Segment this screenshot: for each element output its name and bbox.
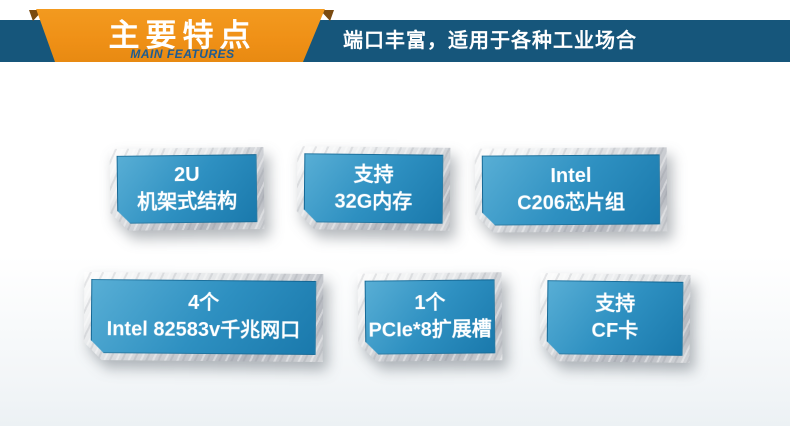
feature-line1: 1个 [414,291,446,315]
feature-line1: 2U [173,163,200,187]
feature-line2: C206芯片组 [517,191,626,215]
feature-card-panel: 支持 CF卡 [547,280,684,356]
feature-line1: 支持 [353,163,394,186]
feature-card-frame: 1个 PCIe*8扩展槽 [358,272,503,362]
ribbon-fold-right [320,10,334,21]
feature-line2: PCIe*8扩展槽 [368,318,492,342]
feature-card-2u-rack: 2U 机架式结构 [110,147,265,231]
page-subtitle: MAIN FEATURES [130,47,235,61]
feature-card-panel: 2U 机架式结构 [117,154,258,224]
feature-line1: Intel [550,164,592,188]
feature-card-frame: 2U 机架式结构 [110,147,265,231]
feature-card-pcie-slot: 1个 PCIe*8扩展槽 [358,272,503,362]
feature-card-frame: Intel C206芯片组 [475,147,668,232]
feature-line1: 4个 [187,291,220,315]
feature-card-panel: 支持 32G内存 [304,153,444,223]
feature-card-panel: 1个 PCIe*8扩展槽 [365,279,496,354]
feature-line2: CF卡 [591,319,639,343]
feature-card-panel: Intel C206芯片组 [482,154,660,225]
banner-text: 端口丰富，适用于各种工业场合 [343,30,637,52]
feature-line2: 机架式结构 [137,190,238,214]
title-ribbon: 主要特点 MAIN FEATURES [36,9,325,62]
feature-card-intel-c206: Intel C206芯片组 [475,147,668,232]
feature-card-32g-memory: 支持 32G内存 [297,146,451,231]
feature-line1: 支持 [595,292,636,316]
page-title: 主要特点 [108,18,257,53]
feature-card-gigabit-lan: 4个 Intel 82583v千兆网口 [84,272,324,362]
feature-line2: 32G内存 [334,190,413,213]
feature-card-frame: 支持 CF卡 [539,273,690,363]
ribbon-fold-left [29,10,43,21]
feature-card-frame: 支持 32G内存 [297,146,451,231]
feature-card-frame: 4个 Intel 82583v千兆网口 [84,272,324,362]
feature-card-panel: 4个 Intel 82583v千兆网口 [91,279,317,355]
feature-card-cf-card: 支持 CF卡 [539,273,690,363]
feature-line2: Intel 82583v千兆网口 [106,318,301,342]
